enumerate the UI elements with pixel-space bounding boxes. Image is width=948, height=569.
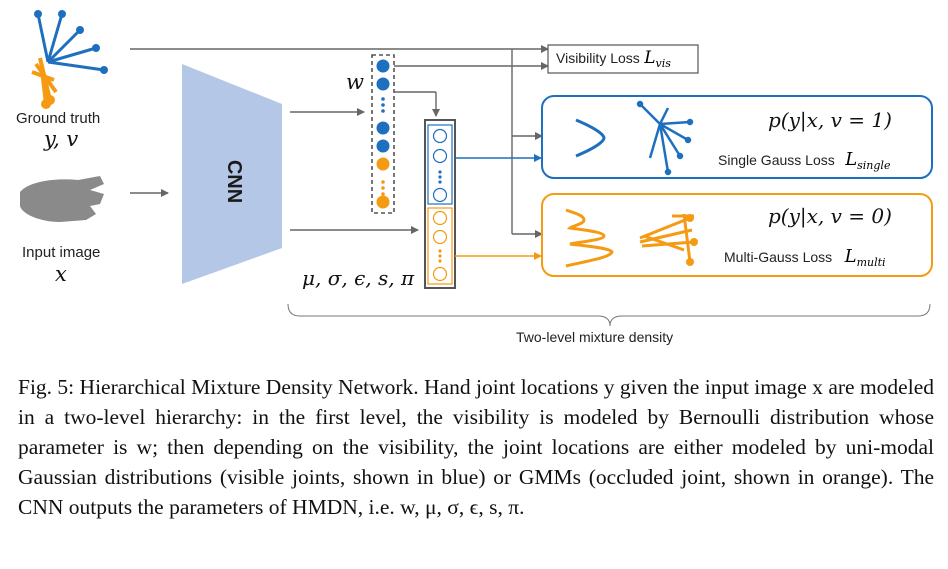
input-image-label: Input image	[22, 244, 101, 261]
single-prob-label: p(y|x, v = 1)	[768, 108, 892, 132]
single-loss-sym: L	[845, 149, 858, 170]
cnn-label: CNN	[223, 159, 246, 204]
mixture-label: Two-level mixture density	[516, 329, 674, 345]
params-blue-dots	[438, 170, 442, 184]
single-hand-skeleton-icon	[636, 100, 694, 176]
w-vector-blue-cells	[376, 59, 390, 153]
multi-loss-sub: multi	[856, 256, 886, 270]
ground-truth-label: Ground truth	[16, 110, 101, 127]
multi-prob-label: p(y|x, v = 0)	[768, 204, 892, 228]
w-label: w	[346, 70, 364, 94]
ground-truth-vars: y, v	[44, 127, 79, 151]
params-blue-block	[427, 124, 453, 205]
multi-loss-sym: L	[844, 246, 857, 267]
single-loss-text: Single Gauss Loss	[718, 152, 835, 168]
multi-hand-skeleton-icon	[639, 213, 698, 266]
single-loss-label: Single Gauss Loss Lsingle	[718, 149, 890, 172]
single-loss-sub: single	[857, 159, 891, 173]
params-orange-dots	[438, 249, 442, 263]
params-orange-cells	[432, 210, 448, 282]
visibility-loss-sym: L	[644, 48, 656, 68]
visibility-loss-label: Visibility Loss Lvis	[556, 48, 671, 70]
multi-loss-text: Multi-Gauss Loss	[724, 249, 833, 265]
params-blue-cells	[432, 128, 448, 203]
params-label: μ, σ, ϵ, s, π	[302, 266, 415, 290]
w-to-visibility-arrows	[394, 62, 549, 117]
visibility-loss-sub: vis	[655, 57, 671, 71]
input-hand-image	[20, 176, 104, 222]
gaussian-curve-icon	[575, 118, 606, 158]
mixture-brace	[287, 303, 931, 327]
figure-caption: Fig. 5: Hierarchical Mixture Density Net…	[18, 375, 934, 519]
params-orange-block	[427, 207, 453, 285]
visibility-loss-text: Visibility Loss	[556, 50, 640, 66]
ground-truth-hand-icon	[31, 10, 108, 109]
single-gauss-box	[541, 95, 933, 179]
cnn-block	[182, 64, 282, 284]
hmdn-diagram: Ground truth y, v Input image x CNN w μ,…	[16, 10, 933, 345]
diagram-canvas	[20, 10, 933, 327]
gt-to-losses-arrow	[130, 45, 549, 238]
multi-loss-label: Multi-Gauss Loss Lmulti	[724, 246, 886, 269]
w-vector	[371, 54, 395, 214]
params-vector	[424, 119, 456, 289]
visibility-loss-box	[547, 44, 699, 74]
multi-gauss-box	[541, 193, 933, 277]
multi-gaussian-curve-icon	[565, 208, 614, 268]
w-vector-orange-cells	[376, 157, 390, 209]
input-image-var: x	[55, 262, 67, 286]
